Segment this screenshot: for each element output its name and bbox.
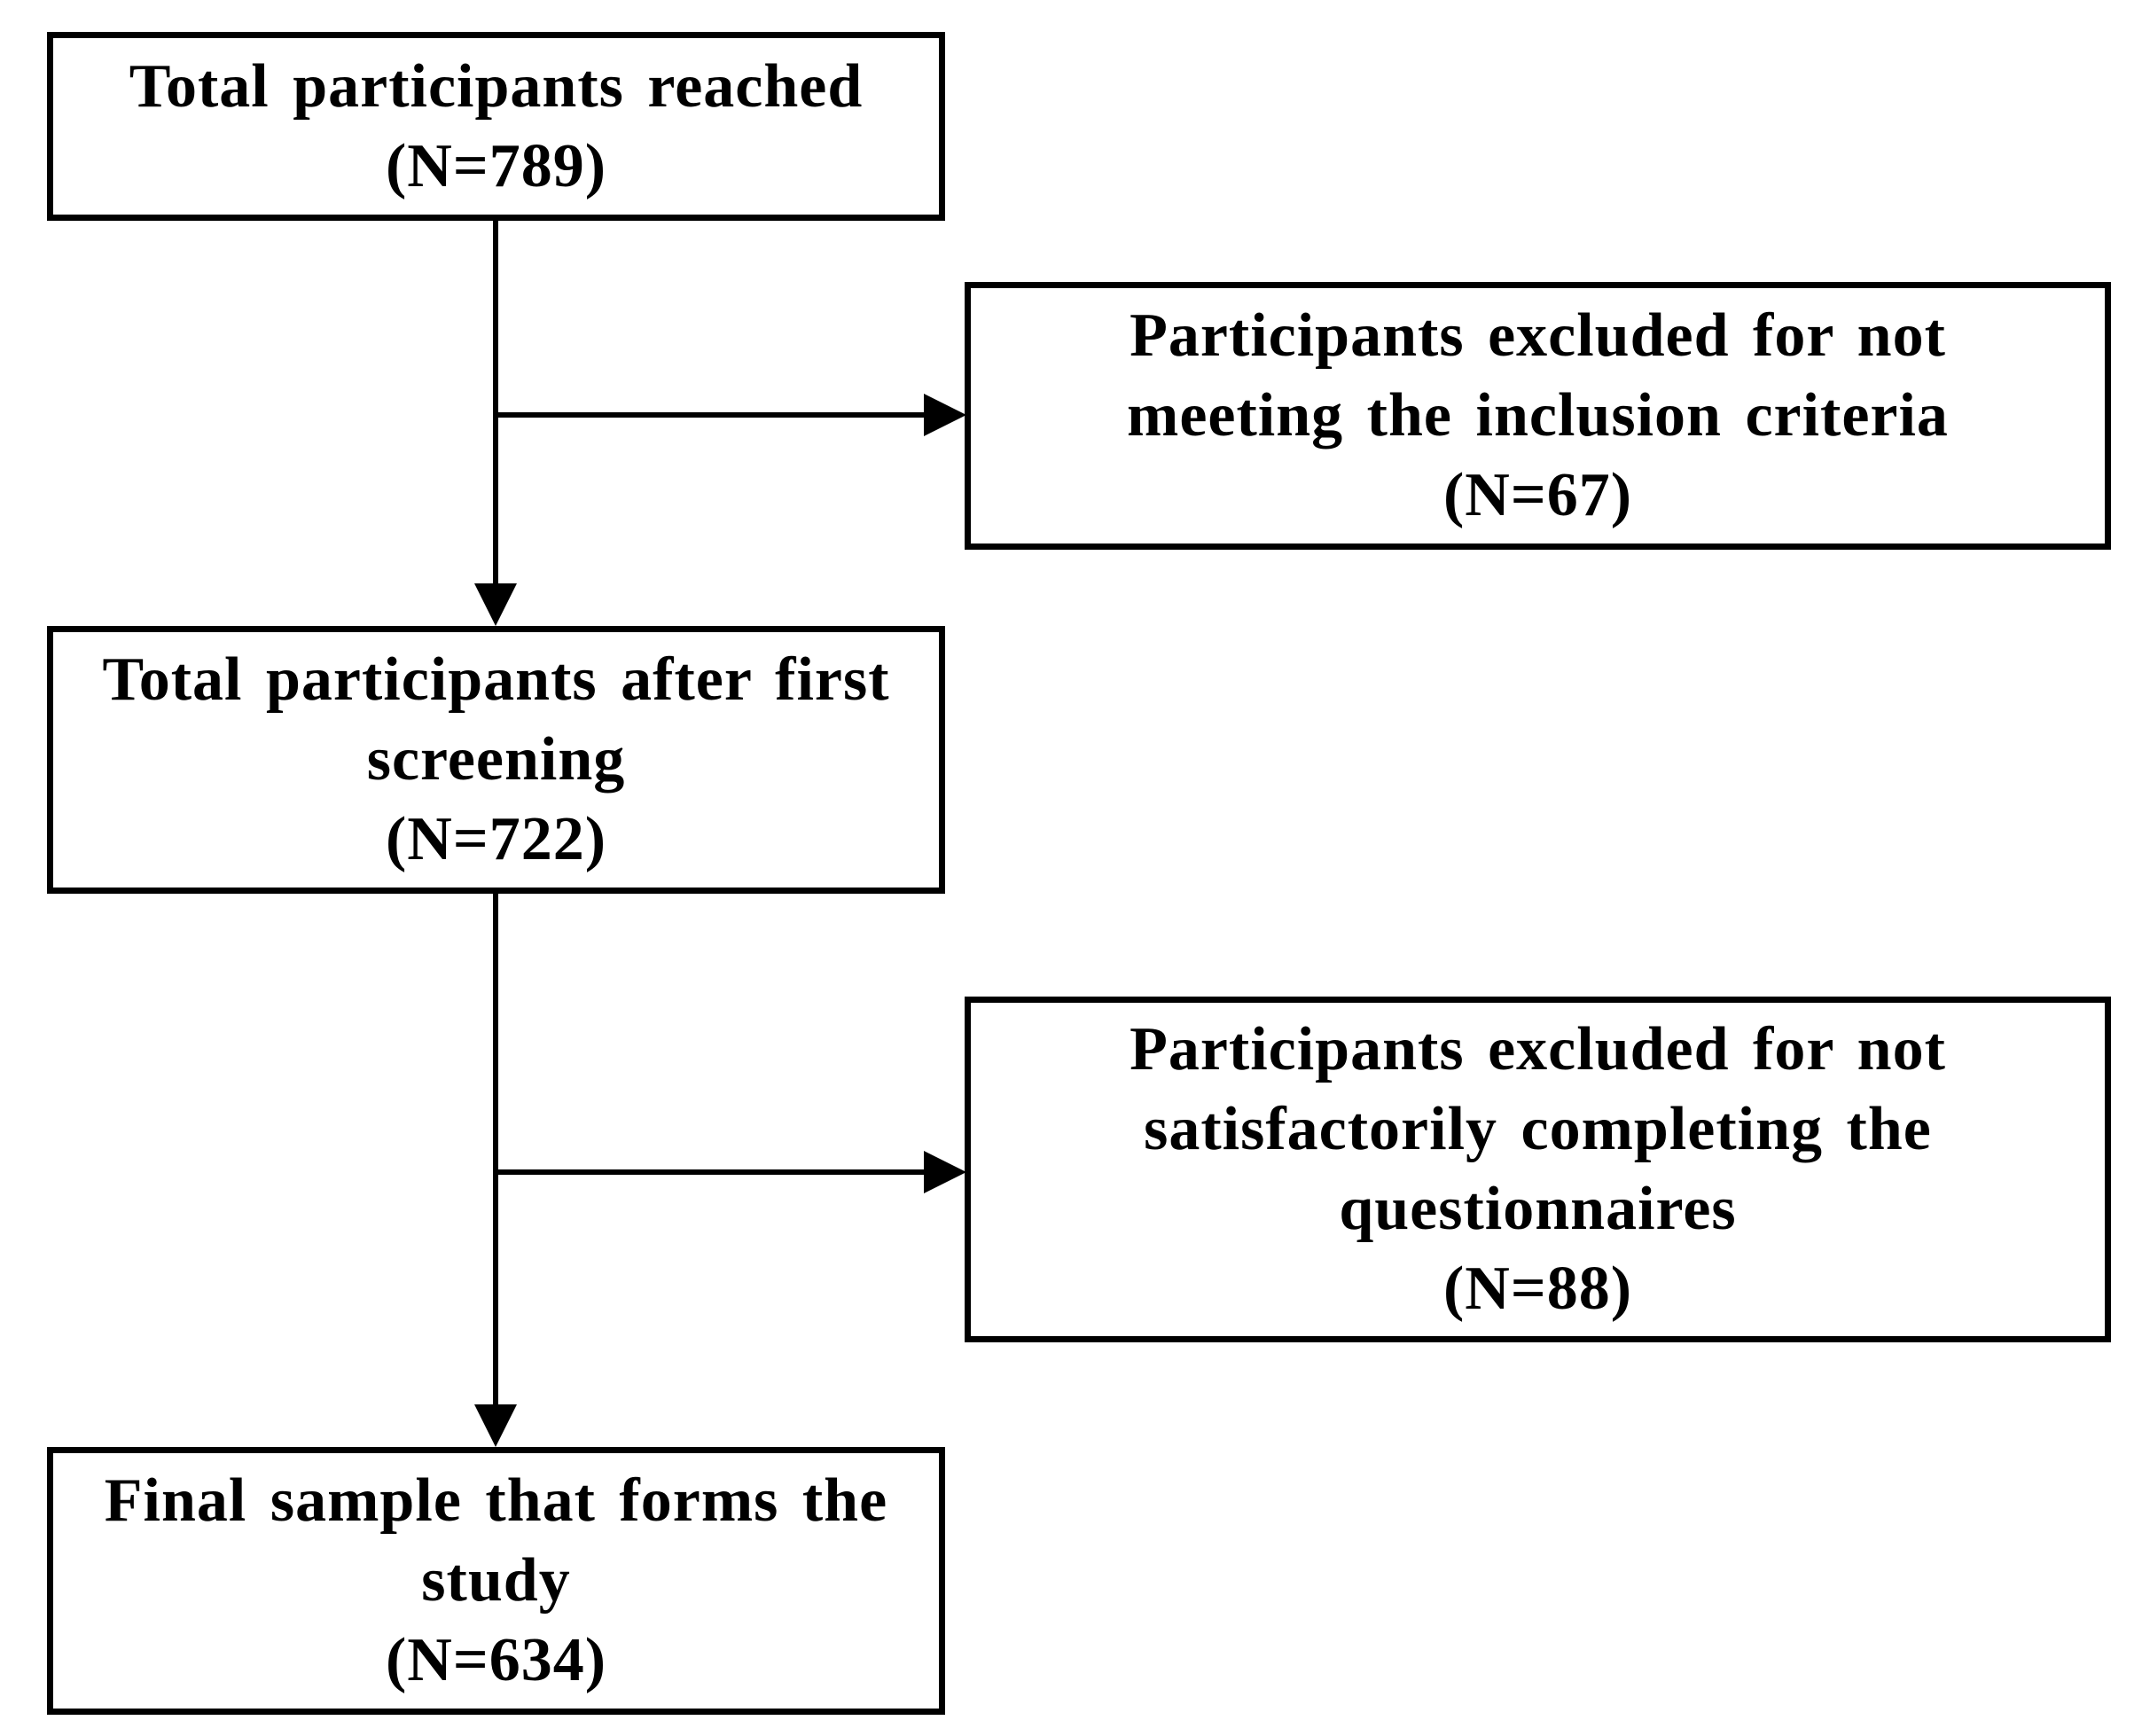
box-final-sample-count: (N=634) <box>385 1626 607 1694</box>
box-excluded-inclusion-line-1: Participants excluded for not <box>1130 301 1946 370</box>
box-excluded-inclusion-line-2: meeting the inclusion criteria <box>1127 381 1949 450</box>
box-excluded-inclusion: Participants excluded for not meeting th… <box>965 282 2111 550</box>
box-excluded-questionnaires-line-2: satisfactorily completing the <box>1144 1095 1932 1163</box>
box-excluded-questionnaires-line-1: Participants excluded for not <box>1130 1015 1946 1083</box>
box-total-reached: Total participants reached (N=789) <box>47 32 945 221</box>
box-final-sample-line-2: study <box>421 1546 571 1615</box>
box-total-reached-count: (N=789) <box>385 131 607 200</box>
box-after-screening: Total participants after first screening… <box>47 626 945 894</box>
box-after-screening-line-1: Total participants after first <box>102 645 890 714</box>
box-after-screening-count: (N=722) <box>385 805 607 873</box>
box-excluded-questionnaires-line-3: questionnaires <box>1339 1175 1737 1243</box>
box-after-screening-line-2: screening <box>366 725 626 794</box>
box-total-reached-line-1: Total participants reached <box>129 51 864 121</box>
box-excluded-questionnaires: Participants excluded for not satisfacto… <box>965 997 2111 1342</box>
box-final-sample: Final sample that forms the study (N=634… <box>47 1447 945 1715</box>
box-excluded-inclusion-count: (N=67) <box>1442 461 1633 529</box>
box-excluded-questionnaires-count: (N=88) <box>1442 1255 1633 1323</box>
box-final-sample-line-1: Final sample that forms the <box>104 1466 888 1535</box>
